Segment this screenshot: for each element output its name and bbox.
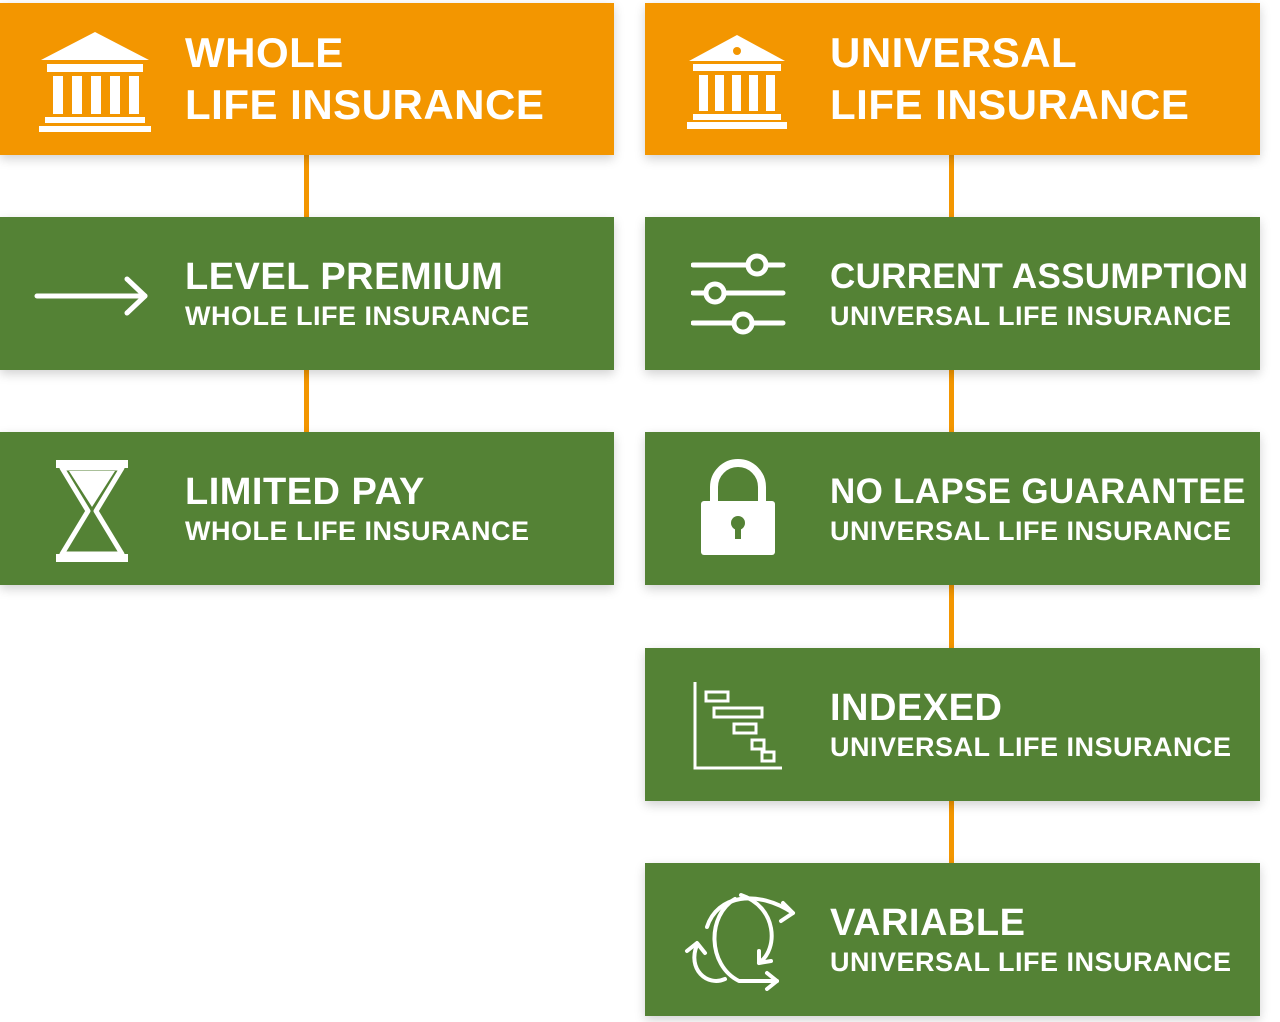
level-premium-box: LEVEL PREMIUM WHOLE LIFE INSURANCE — [0, 217, 614, 370]
hourglass-icon — [56, 460, 128, 562]
limited-pay-text: LIMITED PAY WHOLE LIFE INSURANCE — [185, 432, 530, 585]
connector-universal-1 — [949, 153, 954, 219]
curved-arrows-icon — [685, 893, 795, 991]
indexed-box: INDEXED UNIVERSAL LIFE INSURANCE — [645, 648, 1260, 801]
level-premium-text: LEVEL PREMIUM WHOLE LIFE INSURANCE — [185, 217, 530, 370]
connector-whole-2 — [304, 368, 309, 434]
variable-box: VARIABLE UNIVERSAL LIFE INSURANCE — [645, 863, 1260, 1016]
header-line-2: LIFE INSURANCE — [185, 81, 545, 128]
item-subtitle: UNIVERSAL LIFE INSURANCE — [830, 731, 1232, 762]
indexed-text: INDEXED UNIVERSAL LIFE INSURANCE — [830, 648, 1232, 801]
item-subtitle: UNIVERSAL LIFE INSURANCE — [830, 946, 1232, 977]
header-line-1: WHOLE — [185, 29, 344, 76]
bank-icon — [687, 35, 787, 129]
sliders-icon — [691, 253, 786, 335]
connector-universal-3 — [949, 583, 954, 649]
limited-pay-box: LIMITED PAY WHOLE LIFE INSURANCE — [0, 432, 614, 585]
item-subtitle: UNIVERSAL LIFE INSURANCE — [830, 300, 1232, 331]
connector-whole-1 — [304, 153, 309, 219]
universal-life-header-text: UNIVERSAL LIFE INSURANCE — [830, 3, 1189, 155]
connector-universal-2 — [949, 368, 954, 434]
connector-universal-4 — [949, 798, 954, 864]
universal-life-header: UNIVERSAL LIFE INSURANCE — [645, 3, 1260, 155]
item-title: VARIABLE — [830, 901, 1026, 944]
item-title: LIMITED PAY — [185, 470, 425, 513]
gantt-chart-icon — [693, 682, 782, 770]
no-lapse-guarantee-text: NO LAPSE GUARANTEE UNIVERSAL LIFE INSURA… — [830, 432, 1246, 585]
current-assumption-text: CURRENT ASSUMPTION UNIVERSAL LIFE INSURA… — [830, 217, 1248, 370]
no-lapse-guarantee-box: NO LAPSE GUARANTEE UNIVERSAL LIFE INSURA… — [645, 432, 1260, 585]
arrow-right-icon — [34, 276, 148, 316]
whole-life-header: WHOLE LIFE INSURANCE — [0, 3, 614, 155]
item-subtitle: WHOLE LIFE INSURANCE — [185, 300, 530, 331]
item-title: LEVEL PREMIUM — [185, 255, 504, 298]
item-title: INDEXED — [830, 686, 1003, 729]
variable-text: VARIABLE UNIVERSAL LIFE INSURANCE — [830, 863, 1232, 1016]
item-title: CURRENT ASSUMPTION — [830, 256, 1249, 296]
item-title: NO LAPSE GUARANTEE — [830, 471, 1246, 511]
item-subtitle: UNIVERSAL LIFE INSURANCE — [830, 515, 1232, 546]
bank-icon — [39, 32, 151, 132]
header-line-1: UNIVERSAL — [830, 29, 1078, 76]
header-line-2: LIFE INSURANCE — [830, 81, 1190, 128]
padlock-icon — [701, 459, 775, 555]
current-assumption-box: CURRENT ASSUMPTION UNIVERSAL LIFE INSURA… — [645, 217, 1260, 370]
item-subtitle: WHOLE LIFE INSURANCE — [185, 515, 530, 546]
whole-life-header-text: WHOLE LIFE INSURANCE — [185, 3, 544, 155]
